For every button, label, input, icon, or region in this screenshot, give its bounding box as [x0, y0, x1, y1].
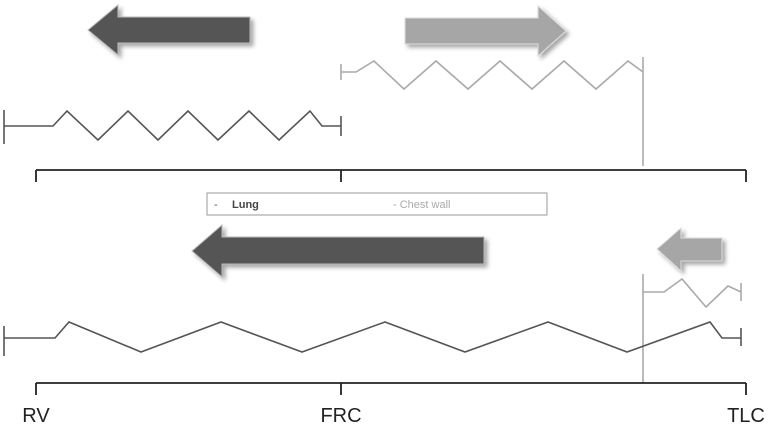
legend-lung-dash: -	[214, 199, 218, 211]
bottom-lung-arrow-icon	[191, 223, 485, 279]
axis-label-rv: RV	[22, 405, 50, 427]
top-volume-axis	[35, 169, 747, 182]
bottom-chest-wall-arrow-icon	[656, 226, 723, 273]
legend: - Lung - Chest wall	[206, 192, 548, 216]
legend-lung-label: Lung	[232, 199, 259, 211]
legend-chest-wall-label: - Chest wall	[393, 199, 450, 211]
bottom-chest-wall-spring	[642, 274, 742, 383]
top-chest-wall-arrow-icon	[404, 4, 567, 58]
bottom-lung-spring	[3, 321, 742, 356]
top-lung-spring	[3, 109, 342, 144]
axis-label-tlc: TLC	[727, 405, 765, 427]
top-chest-wall-spring	[340, 57, 644, 166]
top-lung-arrow-icon	[87, 3, 251, 57]
axis-label-frc: FRC	[320, 405, 361, 427]
bottom-volume-axis	[35, 382, 747, 395]
